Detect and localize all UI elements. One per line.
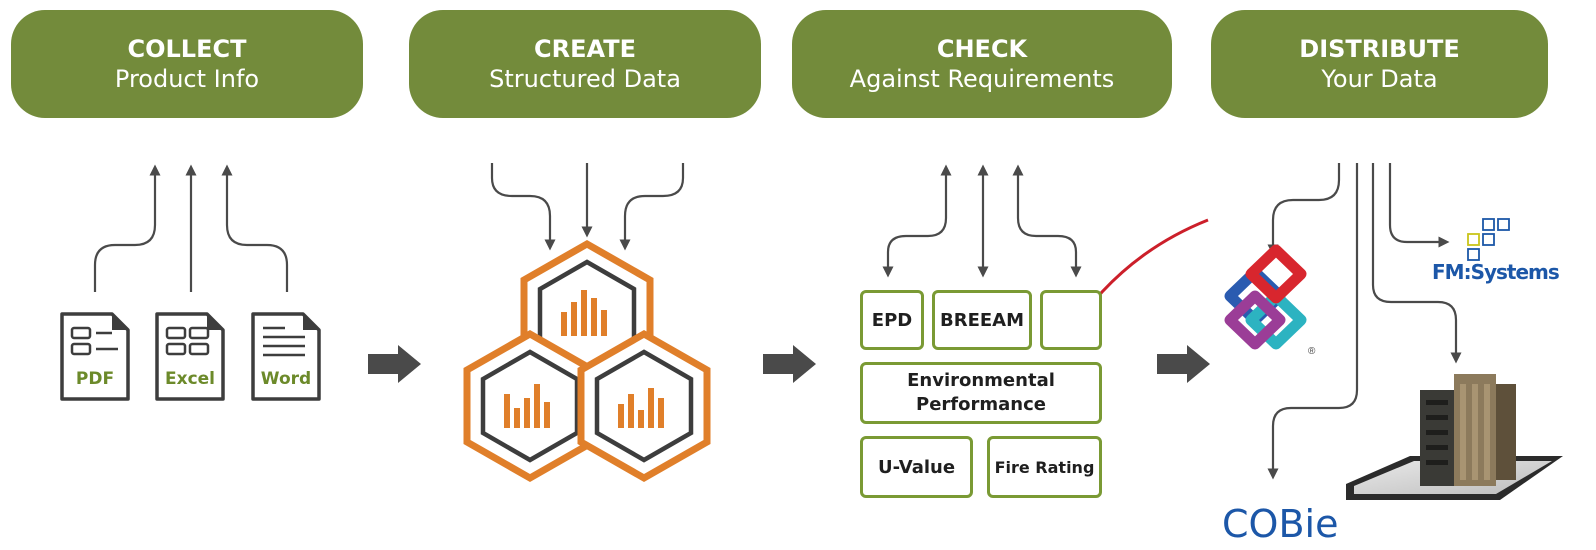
epd-box: EPD (860, 290, 924, 350)
word-label: Word (260, 369, 312, 389)
pdf-document-icon (60, 312, 130, 401)
step-arrow (1157, 345, 1210, 383)
environmental-performance-box: Environmental Performance (860, 362, 1102, 424)
fm-systems-label: FM:Systems (1432, 260, 1560, 284)
ifc-logo-icon (1224, 244, 1307, 350)
pdf-label: PDF (75, 369, 115, 389)
ifc-registered-mark: ® (1308, 346, 1316, 357)
breeam-box: BREEAM (932, 290, 1032, 350)
step-check-subtitle: Against Requirements (849, 65, 1115, 93)
step-check-title: CHECK (936, 35, 1028, 63)
step-arrow (368, 345, 421, 383)
cobie-label: COBie (1222, 502, 1339, 546)
step-distribute-title: DISTRIBUTE (1299, 35, 1460, 63)
fm-systems-logo-icon (1467, 218, 1510, 261)
check-box (1040, 290, 1102, 350)
word-document-icon (251, 312, 321, 401)
step-check: CHECK Against Requirements (792, 10, 1172, 118)
breeam-label: BREEAM (939, 309, 1024, 331)
excel-label: Excel (164, 369, 215, 389)
step-arrow (763, 345, 816, 383)
fire-rating-label: Fire Rating (994, 457, 1095, 477)
fire-rating-box: Fire Rating (987, 436, 1102, 498)
u-value-label: U-Value (877, 456, 956, 478)
step-collect-subtitle: Product Info (114, 65, 260, 93)
epd-label: EPD (871, 309, 913, 331)
step-collect: COLLECT Product Info (11, 10, 363, 118)
distribute-arrows (1267, 163, 1462, 480)
step-create-subtitle: Structured Data (489, 65, 681, 93)
create-arrows (490, 163, 685, 251)
step-distribute-subtitle: Your Data (1321, 65, 1438, 93)
step-create-title: CREATE (534, 35, 636, 63)
step-distribute: DISTRIBUTE Your Data (1211, 10, 1548, 118)
u-value-box: U-Value (860, 436, 973, 498)
environmental-performance-label: Environmental Performance (907, 370, 1055, 415)
step-collect-title: COLLECT (127, 35, 247, 63)
check-arrows (882, 164, 1082, 278)
structured-data-hexagons-icon (463, 239, 711, 483)
excel-document-icon (155, 312, 225, 401)
tablet-building-icon (1346, 374, 1563, 500)
collect-arrows (93, 164, 289, 292)
step-create: CREATE Structured Data (409, 10, 761, 118)
